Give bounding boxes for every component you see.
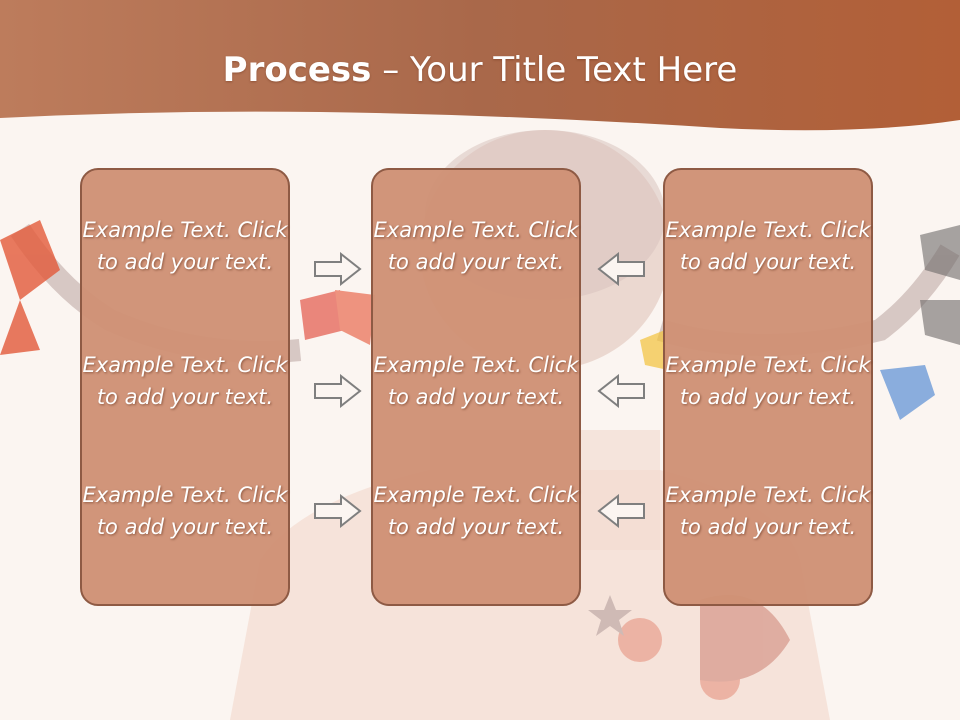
arrow-left-icon <box>597 252 645 286</box>
arrow-right-icon <box>314 494 362 528</box>
arrow-right-icon <box>314 252 362 286</box>
title-bold-part: Process <box>222 50 372 90</box>
box-text[interactable]: Example Text. Click to add your text. <box>665 353 871 409</box>
box-text[interactable]: Example Text. Click to add your text. <box>82 218 288 274</box>
box-text[interactable]: Example Text. Click to add your text. <box>82 483 288 539</box>
box-text[interactable]: Example Text. Click to add your text. <box>665 483 871 539</box>
process-box-right[interactable]: Example Text. Click to add your text. Ex… <box>663 168 873 606</box>
red-bow-left-icon <box>0 220 60 355</box>
tattoo-icon <box>588 595 790 700</box>
title-separator: – <box>371 50 411 90</box>
slide-title[interactable]: Process – Your Title Text Here <box>0 50 960 90</box>
process-box-center[interactable]: Example Text. Click to add your text. Ex… <box>371 168 581 606</box>
dark-bow-icon <box>920 225 960 345</box>
blue-bow-icon <box>880 365 935 420</box>
yellow-bow-icon <box>640 330 668 370</box>
arrow-left-icon <box>597 374 645 408</box>
box-text[interactable]: Example Text. Click to add your text. <box>373 483 579 539</box>
box-text[interactable]: Example Text. Click to add your text. <box>373 218 579 274</box>
arrow-left-icon <box>597 494 645 528</box>
title-rest-part: Your Title Text Here <box>410 50 738 90</box>
box-text[interactable]: Example Text. Click to add your text. <box>82 353 288 409</box>
box-text[interactable]: Example Text. Click to add your text. <box>665 218 871 274</box>
process-box-left[interactable]: Example Text. Click to add your text. Ex… <box>80 168 290 606</box>
box-text[interactable]: Example Text. Click to add your text. <box>373 353 579 409</box>
arrow-right-icon <box>314 374 362 408</box>
header-banner <box>0 0 960 131</box>
red-bow-center-icon <box>300 290 375 345</box>
